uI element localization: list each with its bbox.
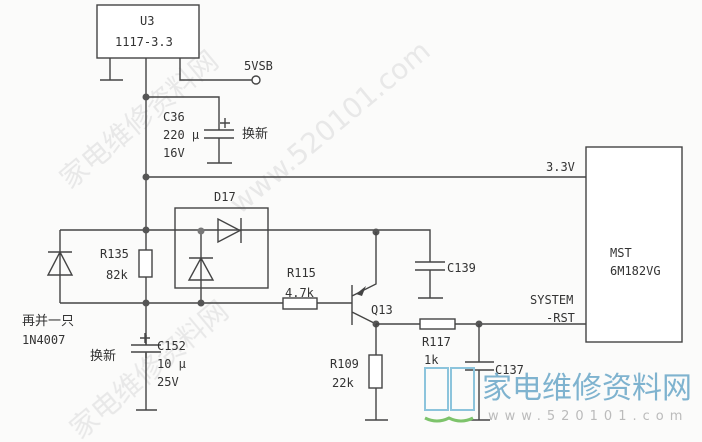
wire-r109 [365,324,388,421]
d17-ref: D17 [214,190,236,204]
extra-diode-part: 1N4007 [22,333,65,347]
ic-mst [585,146,683,343]
terminal-5vsb [251,75,261,85]
node [197,299,205,307]
c152-note: 换新 [90,348,116,364]
ground-u3 [100,58,123,81]
r135-ref: R135 [100,247,129,261]
c152-ref: C152 [157,339,186,353]
c36-value: 220 μ [163,128,199,142]
diode-1n4007 [46,230,74,303]
node [142,173,150,181]
c139-ref: C139 [447,261,476,275]
logo-url: www.520101.com [488,409,688,424]
capacitor-c36 [146,96,234,164]
extra-diode-note: 再并一只 [22,314,74,329]
resistor-r135 [138,249,153,278]
c137-ref: C137 [495,363,524,377]
r115-value: 4.7k [285,286,315,300]
c36-voltage: 16V [163,146,185,160]
diode-d17-a [217,217,242,244]
u3-ref: U3 [140,14,154,28]
capacitor-c137 [465,324,494,421]
capacitor-c152 [131,333,161,358]
gap [128,345,164,353]
node [142,299,150,307]
r117-ref: R117 [422,335,451,349]
site-logo: 家电维修资料网 www.520101.com [424,367,692,424]
node [142,226,150,234]
c36-note: 换新 [242,126,268,142]
resistor-r109 [368,354,383,389]
node [142,93,150,101]
resistor-r117 [419,318,456,330]
u3-regulator [96,4,200,59]
r109-value: 22k [332,376,354,390]
q13-arrow [356,286,366,296]
label-5vsb: 5VSB [244,59,273,73]
resistor-r115 [282,297,318,310]
r115-ref: R115 [287,266,316,280]
r135-value: 82k [106,268,128,282]
c152-value: 10 μ [157,357,186,371]
mst-name: MST [610,246,632,260]
watermark-text: 家电维修资料网 [53,44,224,195]
diode-d17-package [174,207,269,289]
watermark-text-2: 家电维修资料网 [63,294,234,442]
u3-value: 1117-3.3 [115,35,173,49]
node [197,227,205,235]
q13-ref: Q13 [371,303,393,317]
label-3v3: 3.3V [546,160,575,174]
wire-5vsb [179,58,252,81]
c36-ref: C36 [163,110,185,124]
c152-voltage: 25V [157,375,179,389]
logo-text: 家电维修资料网 [482,371,692,406]
diode-d17-b [187,231,215,303]
pin-label-rst: -RST [546,311,575,325]
r109-ref: R109 [330,357,359,371]
r117-value: 1k [424,353,439,367]
mst-part: 6M182VG [610,264,661,278]
wire-top-c139 [60,229,445,299]
pin-label-system: SYSTEM [530,293,573,307]
